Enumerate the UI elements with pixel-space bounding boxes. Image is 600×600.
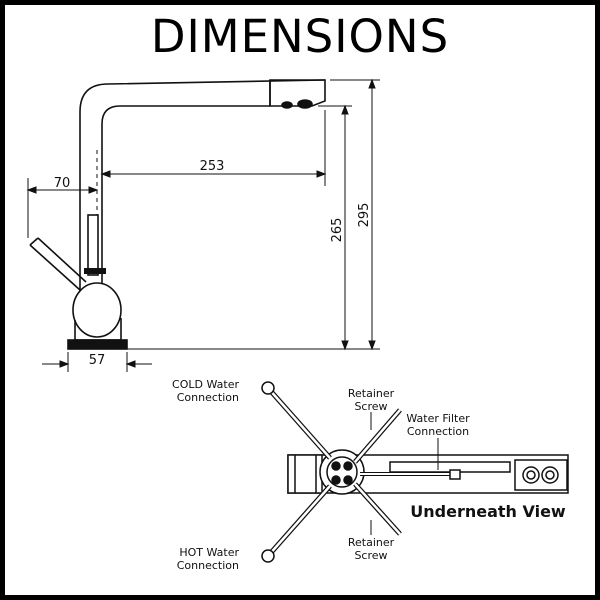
faucet-side-view: [29, 79, 380, 350]
filter-label-line2: Connection: [407, 425, 469, 438]
underneath-view-heading: Underneath View: [410, 502, 566, 521]
underneath-labels: COLD Water Connection HOT Water Connecti…: [172, 378, 566, 572]
dim-57: 57: [89, 353, 106, 368]
dim-265: 265: [330, 218, 345, 243]
hot-label-line2: Connection: [177, 559, 239, 572]
dim-295: 295: [357, 203, 372, 228]
cold-label-line1: COLD Water: [172, 378, 239, 391]
dim-253: 253: [200, 159, 225, 174]
retainer-bottom-label-line1: Retainer: [348, 536, 395, 549]
cold-label-line2: Connection: [177, 391, 239, 404]
retainer-top-label-line2: Screw: [354, 400, 387, 413]
dim-70: 70: [54, 176, 71, 191]
dimension-lines: [26, 78, 380, 372]
retainer-top-label-line1: Retainer: [348, 387, 395, 400]
dimension-labels: 253 70 265 295 57: [54, 159, 372, 368]
underneath-view: [261, 381, 569, 563]
filter-label-line1: Water Filter: [406, 412, 470, 425]
page-title: DIMENSIONS: [150, 10, 450, 63]
retainer-bottom-label-line2: Screw: [354, 549, 387, 562]
hot-label-line1: HOT Water: [179, 546, 239, 559]
